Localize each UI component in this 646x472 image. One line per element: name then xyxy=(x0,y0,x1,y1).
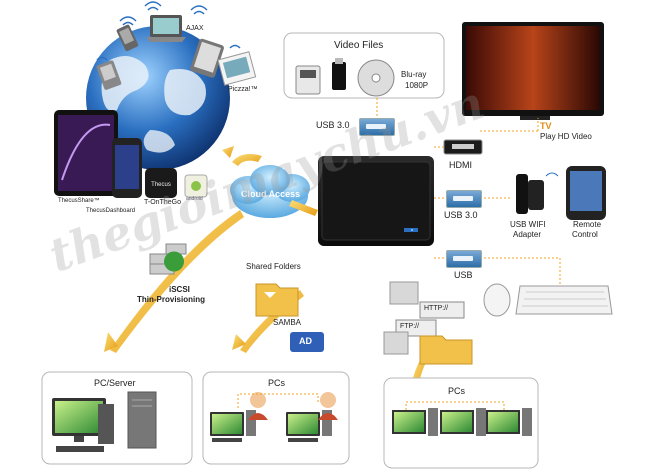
hdmi-connector-icon xyxy=(443,139,483,155)
bluray-label: Blu-ray xyxy=(401,70,427,79)
usb-wifi-adapter-icon xyxy=(516,172,559,214)
shared-folders-label: Shared Folders xyxy=(246,262,301,271)
iscsi-storage-icon xyxy=(149,243,187,275)
wifi-signal-icon xyxy=(96,1,241,61)
ipad-device-icon xyxy=(54,110,118,196)
tv-title: TV xyxy=(540,121,552,131)
user-avatar-icon xyxy=(248,392,268,420)
iphone-device-icon xyxy=(112,138,142,198)
cloud-access-icon xyxy=(230,165,310,218)
keyboard-icon xyxy=(515,285,613,315)
user-avatar-icon xyxy=(318,392,338,420)
pcs-title-1: PCs xyxy=(268,378,286,388)
samba-label: SAMBA xyxy=(273,318,302,327)
http-folder-icon xyxy=(389,281,465,319)
tv-icon xyxy=(462,22,604,120)
handheld-device-icon xyxy=(96,60,122,90)
usb30-port-top xyxy=(359,118,395,136)
ftp-folder-icon xyxy=(383,319,473,365)
label-piczza: Piczza!™ xyxy=(228,86,258,93)
svg-text:Thecus: Thecus xyxy=(151,182,171,188)
tablet-device-icon xyxy=(190,38,224,78)
usb-port-lower xyxy=(446,250,482,268)
monitor-icon xyxy=(440,408,486,436)
laptop-device-icon xyxy=(146,15,186,42)
keyboard-icon xyxy=(56,446,104,452)
pcs-title-2: PCs xyxy=(448,386,466,396)
label-thecus-share: ThecusShare™ xyxy=(58,198,100,204)
cloud-access-label: Cloud Access xyxy=(241,189,301,199)
server-tower-icon xyxy=(98,391,157,449)
thin-provisioning-label: Thin-Provisioning xyxy=(137,295,205,304)
shared-folder-icon xyxy=(255,283,299,317)
video-files-title: Video Files xyxy=(334,40,384,51)
bluray-disc-icon xyxy=(357,59,395,97)
label-thecus-dashboard: ThecusDashboard xyxy=(86,208,136,214)
http-label: HTTP:// xyxy=(424,305,449,312)
label-t-onthego: T-OnTheGo xyxy=(144,199,181,206)
piczza-photo-icon xyxy=(217,51,257,86)
tv-subtitle: Play HD Video xyxy=(540,132,592,141)
ad-label: AD xyxy=(299,336,312,346)
iscsi-label: iSCSI xyxy=(169,285,190,294)
t-onthego-app-icon: Thecus xyxy=(145,168,177,198)
monitor-icon xyxy=(52,398,106,442)
usb30-port-right xyxy=(446,190,482,208)
usb30-top-label: USB 3.0 xyxy=(316,120,350,130)
pc-server-title: PC/Server xyxy=(94,378,136,388)
monitor-icon xyxy=(392,408,438,436)
remote-control-icon xyxy=(566,166,606,220)
monitor-icon xyxy=(486,408,532,436)
label-android: android xyxy=(186,196,203,202)
remote-label: Remote xyxy=(573,220,602,229)
connector-line xyxy=(237,393,319,408)
nas-device xyxy=(318,156,434,246)
label-ajax: AJAX xyxy=(186,25,204,32)
usb-wifi-label: USB WIFI xyxy=(510,220,546,229)
usb-flash-drive-icon xyxy=(332,58,346,90)
android-app-icon xyxy=(184,174,208,198)
mouse-icon xyxy=(483,283,511,317)
remote-label-2: Control xyxy=(572,230,598,239)
monitor-icon xyxy=(286,410,332,442)
phone-device-icon xyxy=(116,24,139,52)
bluray-res-label: 1080P xyxy=(405,81,429,90)
connector-line xyxy=(405,401,505,410)
ad-badge xyxy=(290,332,324,352)
usb-wifi-label-2: Adapter xyxy=(513,230,542,239)
monitor-icon xyxy=(210,410,256,442)
usb-lower-label: USB xyxy=(454,270,473,280)
hdmi-label: HDMI xyxy=(449,160,472,170)
ftp-label: FTP:// xyxy=(400,323,420,330)
sd-card-icon xyxy=(295,65,321,95)
usb30-right-label: USB 3.0 xyxy=(444,210,478,220)
